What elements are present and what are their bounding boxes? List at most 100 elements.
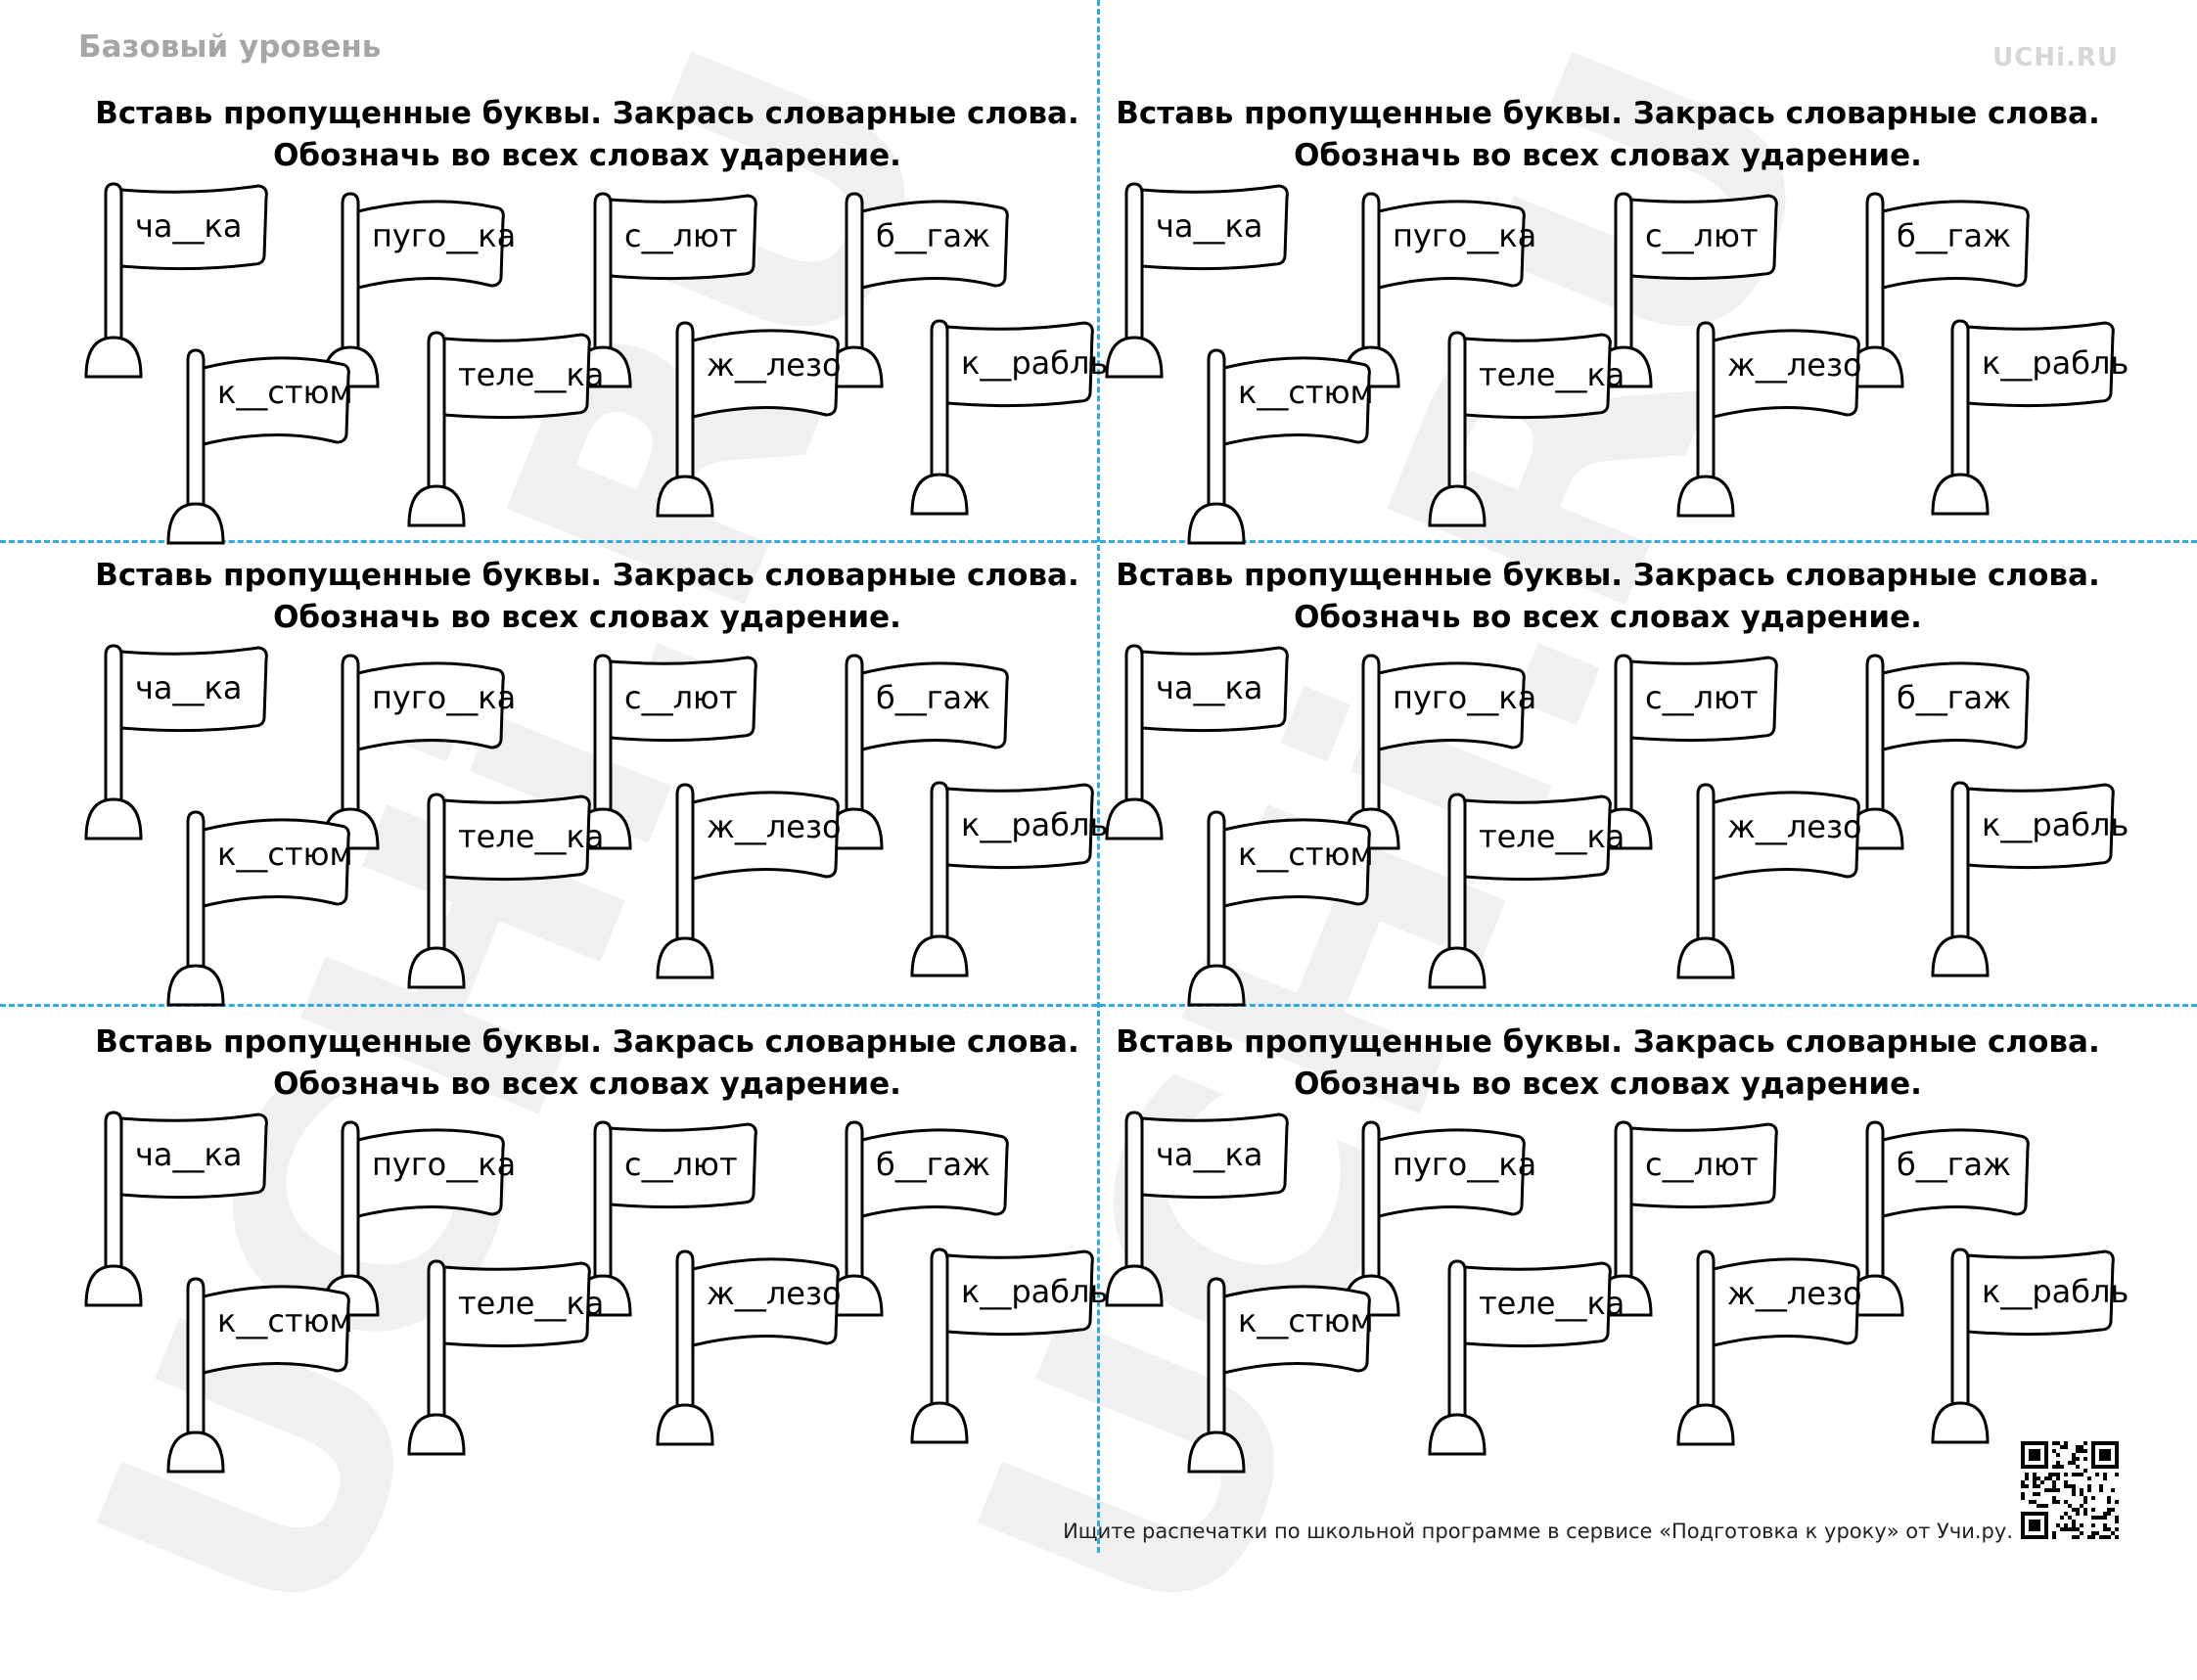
flag-icon: ча__ка [1105, 638, 1342, 840]
flag-icon: к__рабль [1931, 313, 2168, 516]
instruction-text: Вставь пропущенные буквы. Закрась словар… [1099, 93, 2117, 177]
flag-icon: к__стюм [166, 804, 403, 1007]
word-blank[interactable]: теле__ка [458, 818, 605, 855]
word-blank[interactable]: к__рабль [961, 344, 1109, 382]
flag-icon: ж__лезо [1676, 1244, 1913, 1446]
flag-icon: ж__лезо [1676, 315, 1913, 518]
word-blank[interactable]: пуго__ка [372, 1146, 517, 1183]
word-blank[interactable]: с__лют [1645, 679, 1759, 716]
word-blank[interactable]: б__гаж [1897, 1146, 2011, 1183]
word-blank[interactable]: к__рабль [1982, 806, 2129, 843]
flag-icon: ча__ка [1105, 176, 1342, 379]
flag-icon: с__лют [1594, 1114, 1831, 1317]
instruction-line-2: Обозначь во всех словах ударение. [273, 138, 901, 173]
word-blank[interactable]: к__стюм [1238, 1302, 1374, 1339]
instruction-text: Вставь пропущенные буквы. Закрась словар… [78, 1022, 1096, 1106]
word-blank[interactable]: с__лют [624, 679, 738, 716]
instruction-line-2: Обозначь во всех словах ударение. [273, 600, 901, 635]
cut-line-horizontal [0, 540, 2197, 543]
word-blank[interactable]: б__гаж [876, 1146, 990, 1183]
cut-line-horizontal [0, 1004, 2197, 1007]
word-blank[interactable]: к__рабль [1982, 1273, 2129, 1310]
word-blank[interactable]: с__лют [1645, 217, 1759, 254]
instruction-line-1: Вставь пропущенные буквы. Закрась словар… [95, 96, 1079, 131]
qr-code-icon [2021, 1441, 2119, 1539]
word-blank[interactable]: теле__ка [458, 1285, 605, 1322]
word-blank[interactable]: теле__ка [458, 356, 605, 393]
instruction-text: Вставь пропущенные буквы. Закрась словар… [1099, 1022, 2117, 1106]
word-blank[interactable]: к__рабль [961, 1273, 1109, 1310]
word-blank[interactable]: к__рабль [961, 806, 1109, 843]
flag-icon: пуго__ка [321, 648, 558, 850]
flag-icon: теле__ка [1428, 1253, 1665, 1456]
word-blank[interactable]: с__лют [624, 1146, 738, 1183]
flag-icon: теле__ка [407, 1253, 644, 1456]
word-blank[interactable]: ча__ка [135, 669, 243, 706]
footer-note: Ищите распечатки по школьной программе в… [1063, 1520, 2013, 1543]
word-blank[interactable]: б__гаж [876, 217, 990, 254]
word-blank[interactable]: к__стюм [1238, 836, 1374, 873]
word-blank[interactable]: с__лют [624, 217, 738, 254]
flag-icon: к__рабль [910, 313, 1147, 516]
instruction-line-1: Вставь пропущенные буквы. Закрась словар… [95, 1024, 1079, 1060]
flag-icon: к__стюм [166, 342, 403, 545]
instruction-line-2: Обозначь во всех словах ударение. [1294, 600, 1922, 635]
word-blank[interactable]: с__лют [1645, 1146, 1759, 1183]
word-blank[interactable]: б__гаж [1897, 679, 2011, 716]
flag-icon: ча__ка [84, 638, 321, 840]
flag-icon: к__стюм [1187, 1271, 1424, 1474]
word-blank[interactable]: ча__ка [1156, 1136, 1263, 1173]
flag-icon: ж__лезо [1676, 777, 1913, 979]
word-blank[interactable]: ж__лезо [1727, 346, 1862, 384]
flag-icon: теле__ка [407, 787, 644, 989]
word-blank[interactable]: ча__ка [1156, 669, 1263, 706]
word-blank[interactable]: пуго__ка [372, 679, 517, 716]
word-blank[interactable]: теле__ка [1479, 1285, 1625, 1322]
word-blank[interactable]: к__рабль [1982, 344, 2129, 382]
word-blank[interactable]: б__гаж [1897, 217, 2011, 254]
word-blank[interactable]: ж__лезо [1727, 808, 1862, 845]
word-blank[interactable]: пуго__ка [1393, 217, 1537, 254]
flag-icon: с__лют [573, 1114, 810, 1317]
flag-icon: теле__ка [407, 325, 644, 527]
word-blank[interactable]: теле__ка [1479, 818, 1625, 855]
flag-icon: б__гаж [825, 1114, 1062, 1317]
flag-icon: к__стюм [1187, 342, 1424, 545]
word-blank[interactable]: ж__лезо [1727, 1275, 1862, 1312]
instruction-line-2: Обозначь во всех словах ударение. [1294, 1067, 1922, 1102]
word-blank[interactable]: пуго__ка [1393, 1146, 1537, 1183]
flag-icon: пуго__ка [321, 1114, 558, 1317]
flag-icon: к__рабль [1931, 775, 2168, 977]
word-blank[interactable]: пуго__ка [372, 217, 517, 254]
flag-icon: к__рабль [910, 1242, 1147, 1444]
word-blank[interactable]: ж__лезо [707, 1275, 842, 1312]
word-blank[interactable]: ча__ка [135, 207, 243, 245]
word-blank[interactable]: пуго__ка [1393, 679, 1537, 716]
instruction-text: Вставь пропущенные буквы. Закрась словар… [78, 93, 1096, 177]
word-blank[interactable]: ча__ка [1156, 207, 1263, 245]
flag-icon: с__лют [1594, 186, 1831, 388]
cut-line-vertical [1097, 0, 1100, 1553]
flag-icon: теле__ка [1428, 325, 1665, 527]
instruction-line-1: Вставь пропущенные буквы. Закрась словар… [1116, 96, 2100, 131]
flag-icon: ж__лезо [656, 777, 893, 979]
word-blank[interactable]: к__стюм [1238, 374, 1374, 411]
word-blank[interactable]: ча__ка [135, 1136, 243, 1173]
word-blank[interactable]: б__гаж [876, 679, 990, 716]
instruction-text: Вставь пропущенные буквы. Закрась словар… [1099, 555, 2117, 639]
flag-icon: с__лют [1594, 648, 1831, 850]
word-blank[interactable]: к__стюм [217, 836, 353, 873]
flag-icon: с__лют [573, 648, 810, 850]
flag-icon: с__лют [573, 186, 810, 388]
word-blank[interactable]: ж__лезо [707, 346, 842, 384]
word-blank[interactable]: теле__ка [1479, 356, 1625, 393]
word-blank[interactable]: к__стюм [217, 374, 353, 411]
flag-icon: к__рабль [910, 775, 1147, 977]
word-blank[interactable]: ж__лезо [707, 808, 842, 845]
flag-icon: б__гаж [1846, 648, 2083, 850]
flag-icon: ж__лезо [656, 1244, 893, 1446]
instruction-line-1: Вставь пропущенные буквы. Закрась словар… [1116, 1024, 2100, 1060]
word-blank[interactable]: к__стюм [217, 1302, 353, 1339]
instruction-line-2: Обозначь во всех словах ударение. [1294, 138, 1922, 173]
